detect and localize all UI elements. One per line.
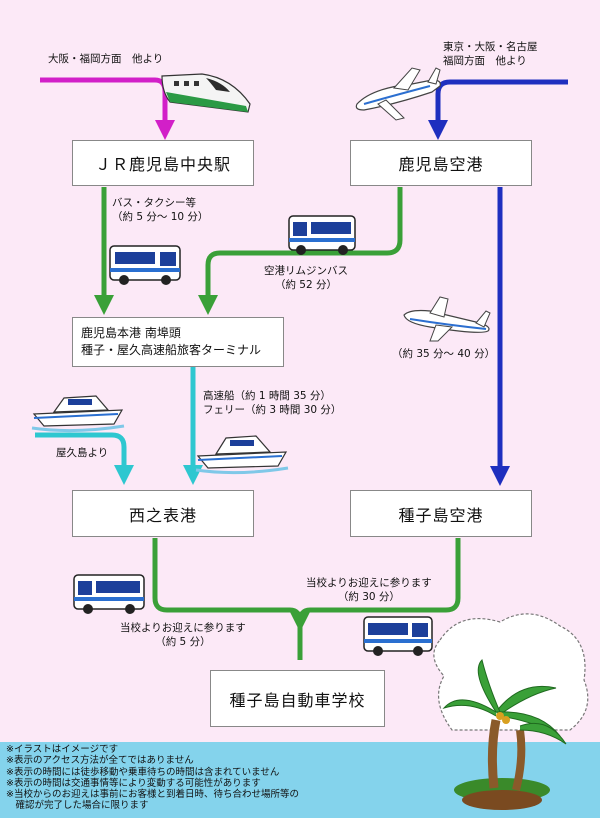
tanegashima-driving-school: 種子島自動車学校 bbox=[210, 670, 385, 727]
label-limousine: 空港リムジンバス （約 52 分） bbox=[264, 265, 348, 291]
label-from-yakushima: 屋久島より bbox=[56, 447, 109, 459]
label-pickup-airport: 当校よりお迎えに参ります （約 30 分） bbox=[306, 577, 432, 603]
notes-list: ※イラストはイメージです ※表示のアクセス方法が全てではありません ※表示の時間… bbox=[6, 744, 299, 812]
label-tokyo-origin: 東京・大阪・名古屋 福岡方面 他より bbox=[443, 41, 538, 67]
label-bus-taxi: バス・タクシー等 （約 5 分～ 10 分） bbox=[112, 197, 209, 223]
note-item: ※表示の時間には徒歩移動や乗車待ちの時間は含まれていません bbox=[6, 766, 280, 778]
kagoshima-port-terminal: 鹿児島本港 南埠頭 種子・屋久高速船旅客ターミナル bbox=[72, 317, 284, 367]
route-shinkansen bbox=[40, 77, 175, 140]
note-item: ※当校からのお迎えは事前にお客様と到着日時、待ち合わせ場所等の bbox=[6, 789, 299, 801]
note-item: ※表示の時間は交通事情等により変動する可能性があります bbox=[6, 777, 261, 789]
route-air-tokyo bbox=[428, 79, 568, 140]
note-item: 確認が完了した場合に限ります bbox=[6, 800, 149, 812]
note-item: ※表示のアクセス方法が全てではありません bbox=[6, 755, 194, 767]
note-item: ※イラストはイメージです bbox=[6, 744, 119, 755]
tanegashima-airport: 種子島空港 bbox=[350, 490, 532, 537]
label-pickup-port: 当校よりお迎えに参ります （約 5 分） bbox=[120, 622, 246, 648]
label-ship-times: 高速船（約 1 時間 35 分） フェリー（約 3 時間 30 分） bbox=[203, 390, 342, 416]
route-pickup-airport bbox=[290, 538, 461, 632]
route-yakushima bbox=[35, 432, 134, 485]
label-flight-time: （約 35 分～ 40 分） bbox=[392, 348, 496, 360]
label-osaka-fukuoka: 大阪・福岡方面 他より bbox=[48, 53, 164, 65]
jr-kagoshima-chuo-station: ＪＲ鹿児島中央駅 bbox=[72, 140, 254, 186]
kagoshima-airport: 鹿児島空港 bbox=[350, 140, 532, 186]
nishinoomote-port: 西之表港 bbox=[72, 490, 254, 537]
